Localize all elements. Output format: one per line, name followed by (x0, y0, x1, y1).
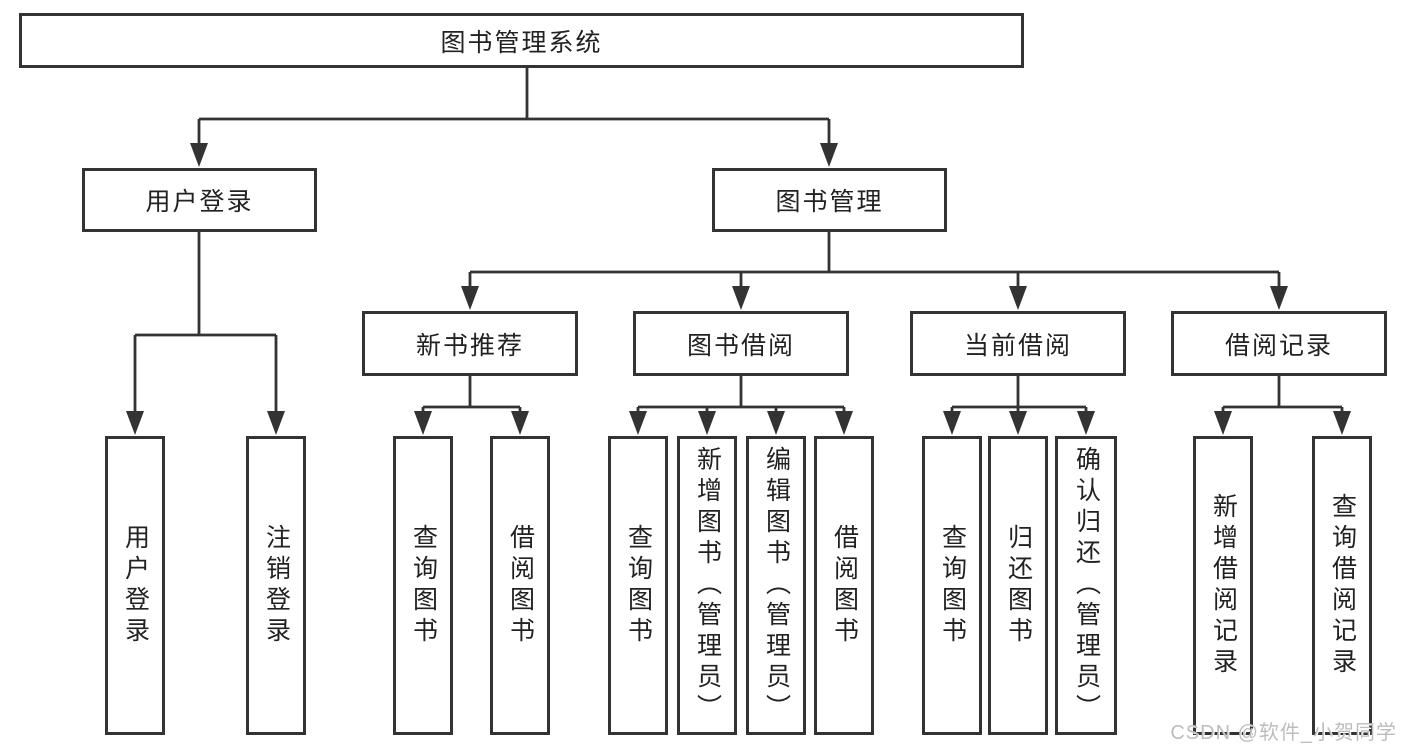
leaf-confirm-return-admin: 确认归还（管理员） (1055, 436, 1117, 735)
node-borrow-records: 借阅记录 (1171, 311, 1387, 376)
leaf-add-book-admin: 新增图书（管理员） (677, 436, 737, 735)
leaf-borrow-books: 借阅图书 (814, 436, 874, 735)
csdn-watermark: CSDN @软件_小贺同学 (1170, 722, 1397, 744)
node-root: 图书管理系统 (19, 13, 1024, 68)
node-book-borrow: 图书借阅 (633, 311, 849, 376)
leaf-query-books-current: 查询图书 (922, 436, 982, 735)
node-book-management: 图书管理 (712, 168, 947, 232)
leaf-query-books-recommend: 查询图书 (393, 436, 453, 735)
edge-borrow-records-to-leaves (1214, 376, 1351, 435)
leaf-logout: 注销登录 (246, 436, 306, 735)
node-user-login: 用户登录 (82, 168, 317, 232)
edge-user-login-to-leaves (126, 232, 285, 435)
leaf-user-login: 用户登录 (105, 436, 165, 735)
leaf-edit-book-admin: 编辑图书（管理员） (746, 436, 806, 735)
leaf-query-books-borrow: 查询图书 (608, 436, 668, 735)
edge-book-borrow-to-leaves (629, 376, 853, 435)
edge-new-book-recommend-to-leaves (414, 376, 529, 435)
leaf-return-book: 归还图书 (988, 436, 1048, 735)
node-current-borrow: 当前借阅 (910, 311, 1126, 376)
edge-root-to-level2 (190, 68, 838, 167)
edge-current-borrow-to-leaves (943, 376, 1095, 435)
node-new-book-recommend: 新书推荐 (362, 311, 578, 376)
leaf-query-borrow-record: 查询借阅记录 (1312, 436, 1372, 735)
leaf-add-borrow-record: 新增借阅记录 (1193, 436, 1253, 735)
leaf-borrow-books-recommend: 借阅图书 (490, 436, 550, 735)
edge-book-management-to-level3 (461, 232, 1288, 310)
